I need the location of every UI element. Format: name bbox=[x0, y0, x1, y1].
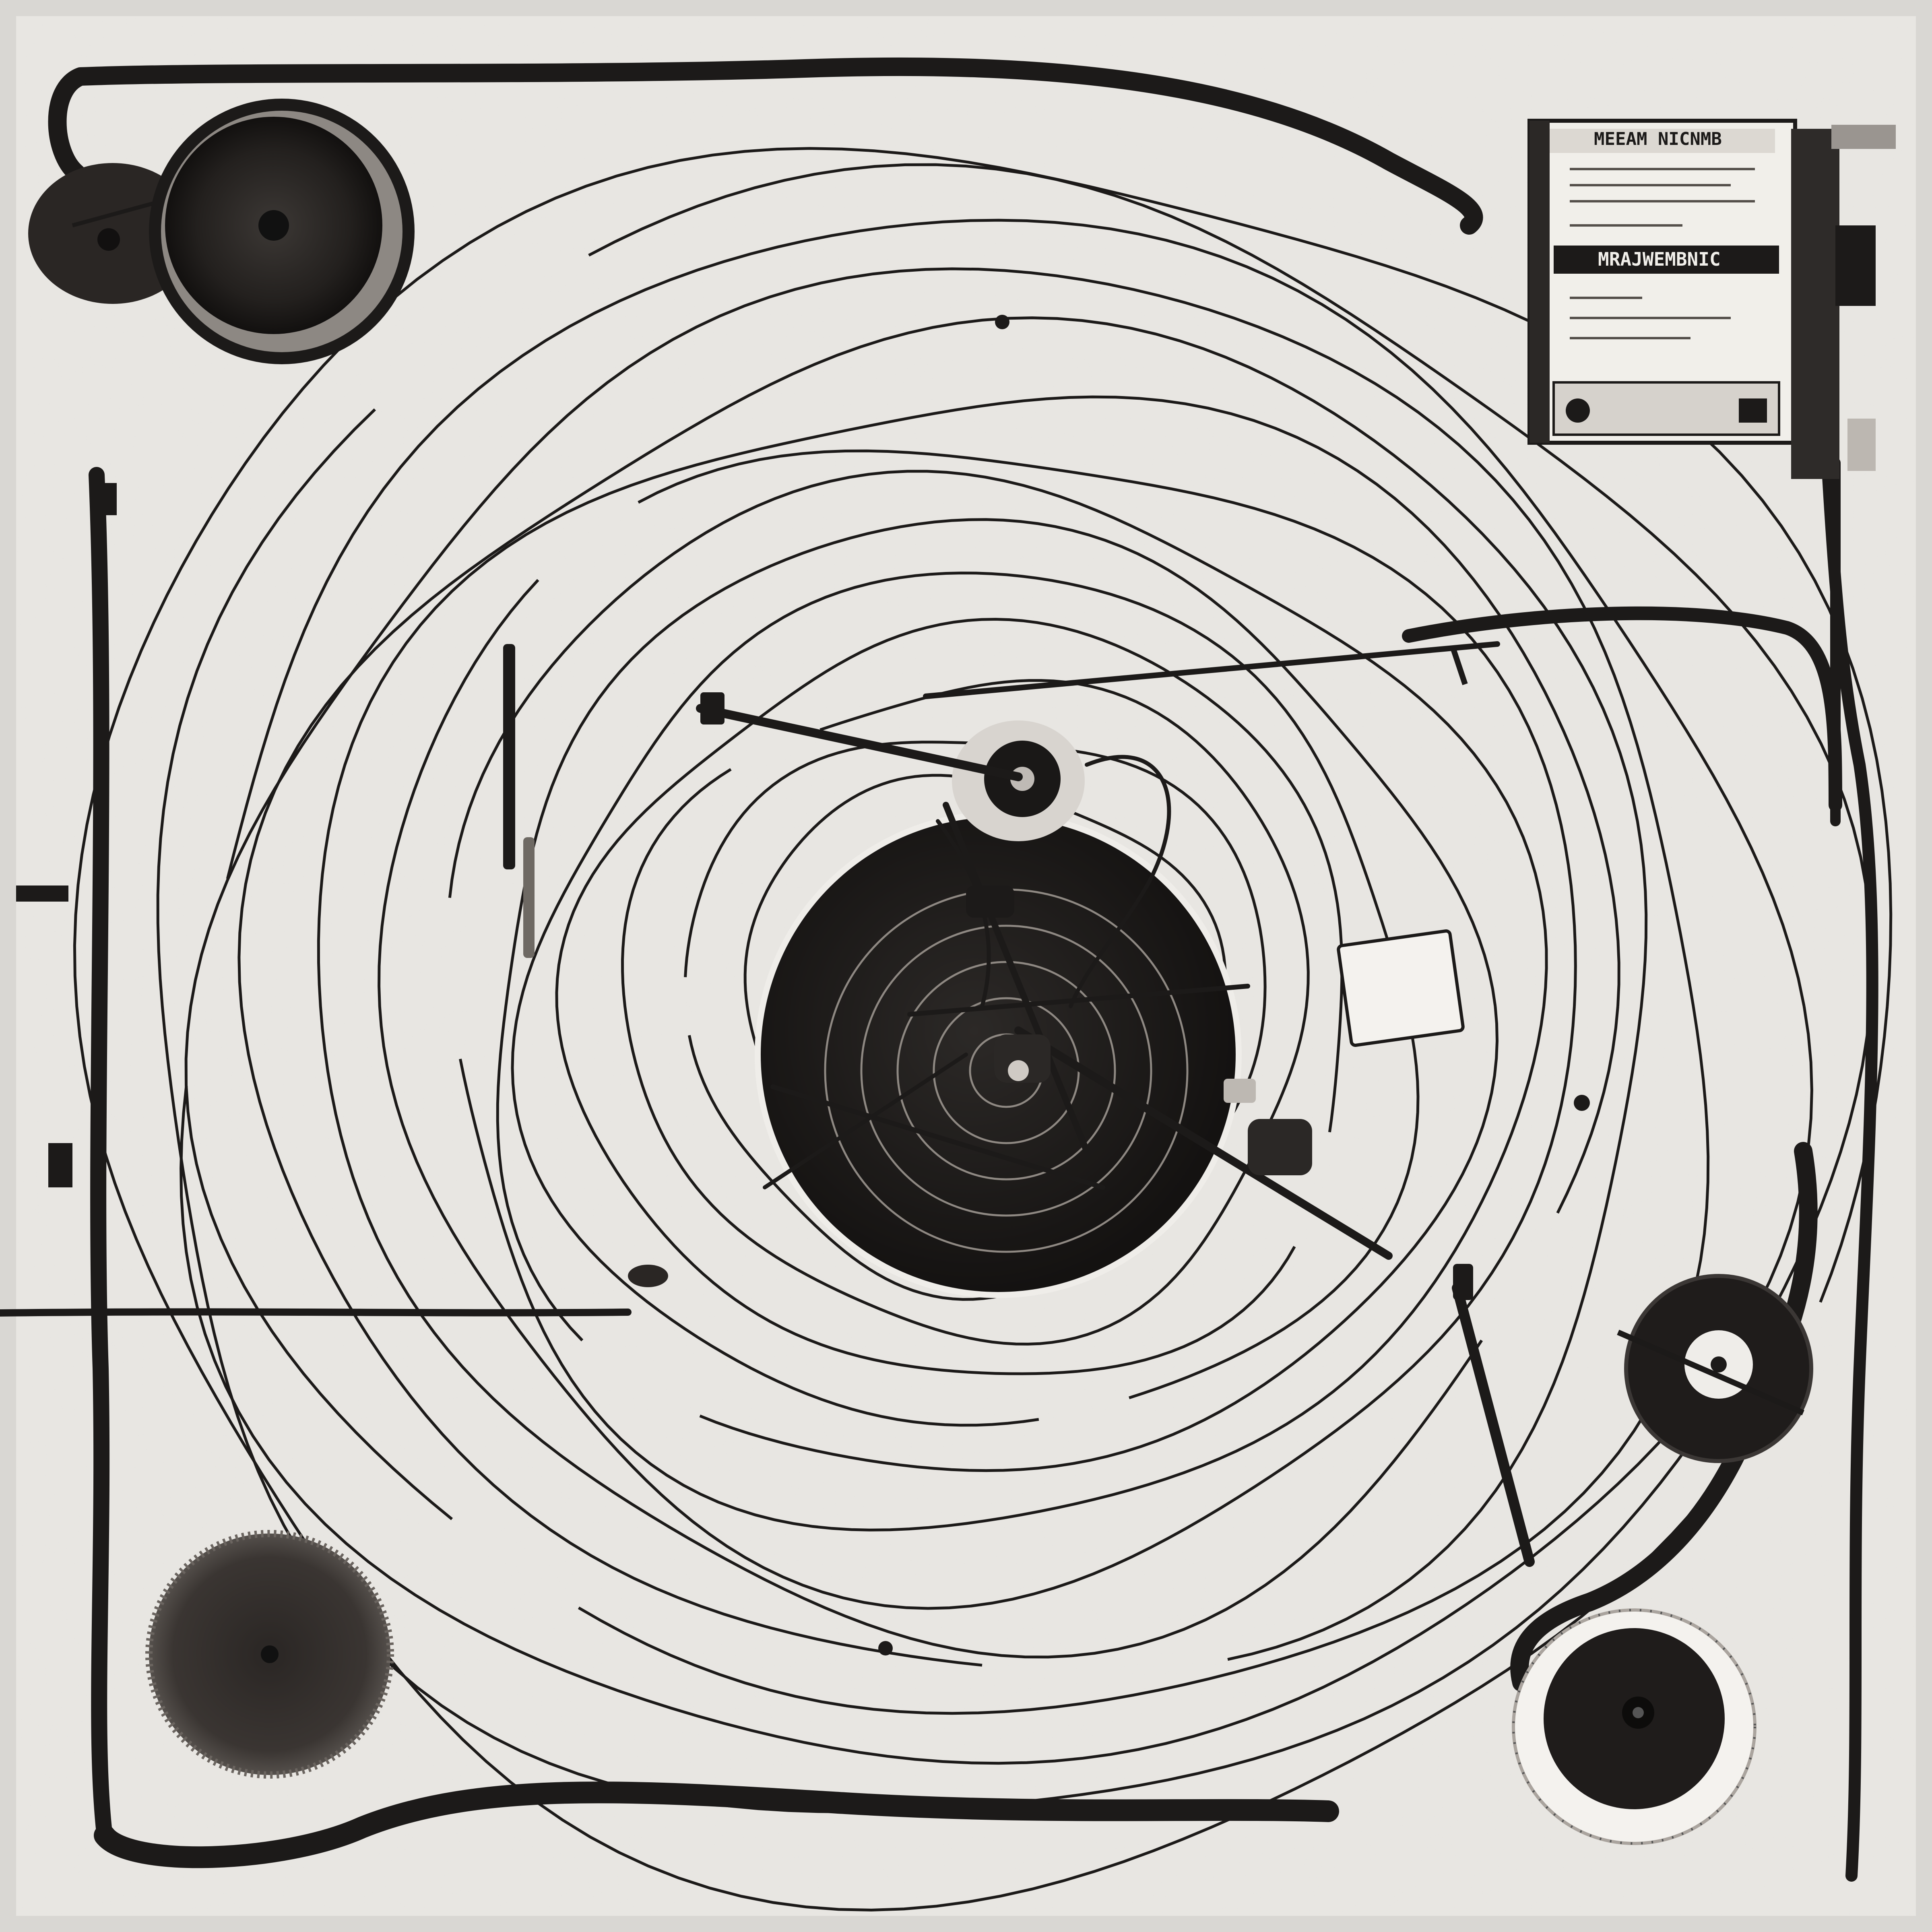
control-panel: MEEAM NICNMB MRAJWEMBNIC bbox=[1527, 119, 1896, 479]
hardware-fittings bbox=[503, 315, 1590, 1655]
spiral-ring bbox=[511, 572, 1420, 1427]
bottom-left-fuzz-speaker bbox=[145, 1530, 394, 1779]
spiral-ring bbox=[184, 267, 1710, 1715]
tone-arms bbox=[696, 704, 1393, 1260]
tone-arm-3 bbox=[907, 984, 1250, 1017]
spiral-ring bbox=[317, 395, 1620, 1659]
spiral-ring bbox=[237, 316, 1648, 1667]
left-clips bbox=[16, 483, 117, 1187]
top-left-speaker bbox=[28, 99, 415, 364]
bottom-cable bbox=[94, 1781, 1339, 1868]
right-cable-long bbox=[1821, 457, 1878, 1882]
spiral-ring bbox=[378, 449, 1577, 1610]
spiral-ring bbox=[448, 470, 1548, 1532]
tone-arm-4 bbox=[943, 802, 1090, 1154]
horizontal-cable bbox=[0, 1308, 632, 1317]
platter-groove bbox=[896, 961, 1116, 1181]
perimeter-cables bbox=[0, 57, 1878, 1882]
panel-band-label: MRAJWEMBNIC bbox=[1598, 248, 1721, 270]
tone-arm-1 bbox=[696, 704, 1023, 781]
upper-feed-cable bbox=[923, 641, 1500, 699]
top-cable bbox=[48, 57, 1483, 235]
bottom-right-dish bbox=[1512, 1608, 1757, 1845]
tape-reel bbox=[1617, 1274, 1813, 1463]
tone-arm-2 bbox=[1014, 1026, 1393, 1260]
spiral-ring bbox=[555, 617, 1344, 1375]
left-cable bbox=[89, 467, 113, 1843]
right-cable-loop bbox=[1510, 1142, 1818, 1692]
paper-tag bbox=[1337, 929, 1465, 1047]
platter-groove bbox=[860, 925, 1152, 1217]
spiral-ring bbox=[496, 518, 1499, 1472]
panel-title: MEEAM NICNMB bbox=[1594, 129, 1722, 149]
